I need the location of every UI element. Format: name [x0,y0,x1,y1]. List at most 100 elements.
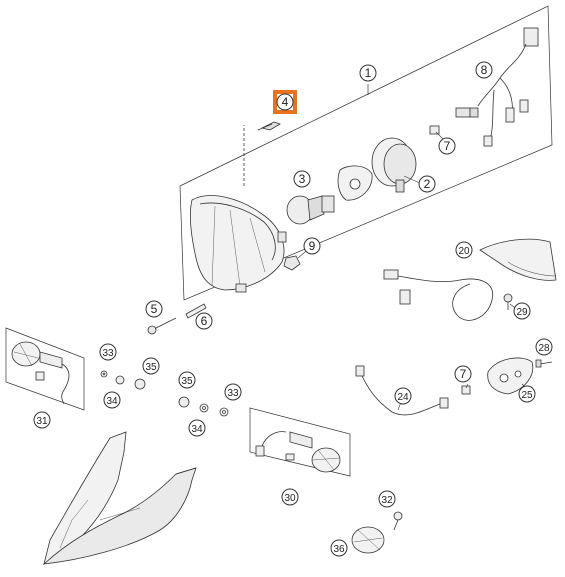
callout-c33a: 33 [99,343,117,361]
callout-c6: 6 [195,312,213,330]
callout-circle [99,343,117,361]
taillight-bracket-part-20 [479,238,557,281]
callout-c32: 32 [378,490,396,508]
callout-c7a: 7 [438,137,456,155]
callout-number: 33 [102,348,114,359]
callout-number: 32 [381,495,393,506]
bulb-holder-ring [337,165,373,201]
turn-signal-group-30 [249,407,351,477]
screw-part-29 [503,293,513,310]
callout-circle [330,539,348,557]
callout-number: 1 [365,66,372,80]
callout-c35b: 35 [178,371,196,389]
callout-c28: 28 [535,338,553,356]
callout-c29: 29 [513,302,531,320]
callout-c36: 36 [330,539,348,557]
callout-circle [195,312,213,330]
callout-circle [33,411,51,429]
callout-number: 31 [36,416,48,427]
nut-part-35-right [178,396,190,408]
callout-circle [293,170,311,188]
callout-circle [455,241,473,259]
callout-c5: 5 [145,300,163,318]
callout-number: 3 [299,172,306,186]
callout-circle [535,338,553,356]
callout-circle [475,61,493,79]
sleeve-part-6 [185,303,207,319]
washer-part-33-left [100,370,108,378]
callout-number: 34 [191,424,203,435]
callout-number: 8 [481,63,488,77]
callout-circle [454,365,472,383]
rubber-cap-part-2 [371,137,417,193]
callout-circle [103,391,121,409]
number-plate-holder [42,431,197,565]
callout-number: 25 [521,390,533,401]
callout-circle [378,490,396,508]
taillamp-part-25 [487,357,534,395]
callout-circle [188,419,206,437]
headlight-group-outline [179,5,553,301]
parking-bulb-part-7 [429,107,479,135]
callout-number: 28 [538,343,550,354]
bolt-part-5 [147,317,177,335]
callout-c1: 1 [359,64,377,82]
callout-circle [281,488,299,506]
callout-c35a: 35 [142,357,160,375]
callout-number: 7 [460,367,467,381]
callout-circle [303,237,321,255]
screw-part-28 [535,359,553,368]
callout-number: 5 [151,302,158,316]
screw-part-32 [393,511,403,531]
bulb-part-3 [286,195,335,225]
callout-number: 29 [516,307,528,318]
callout-c3: 3 [293,170,311,188]
callout-c33b: 33 [224,383,242,401]
washer-part-34-right [199,403,209,413]
callout-number: 6 [201,314,208,328]
callout-number: 30 [284,493,296,504]
lens-part-36 [351,526,385,554]
turn-signal-group-31 [5,327,85,411]
callout-circle [394,387,412,405]
callout-number: 2 [424,177,431,191]
taillamp-bulb-part-7 [461,385,471,395]
callout-circle [224,383,242,401]
callout-number: 35 [181,376,193,387]
callout-number: 4 [282,95,289,109]
callout-circle [178,371,196,389]
callout-number: 35 [145,362,157,373]
callout-number: 36 [333,544,345,555]
callout-circle [359,64,377,82]
callout-c9: 9 [303,237,321,255]
callout-circle [276,93,294,111]
callout-number: 20 [458,246,470,257]
callout-c2: 2 [418,175,436,193]
washer-part-33-right [219,407,229,417]
callout-number: 7 [444,139,451,153]
callout-circle [513,302,531,320]
callout-c34b: 34 [188,419,206,437]
callout-c34a: 34 [103,391,121,409]
nut-part-35-left [134,378,146,390]
callout-number: 24 [397,392,409,403]
nut-part-9 [283,255,301,271]
cable-part-24 [355,365,449,416]
callout-circle [438,137,456,155]
callout-number: 9 [309,239,316,253]
taillight-cable-part-20 [383,269,494,321]
callout-c31: 31 [33,411,51,429]
callout-circle [142,357,160,375]
screw-part-4 [257,121,281,131]
callout-circle [418,175,436,193]
callout-c24: 24 [394,387,412,405]
callout-circle [518,385,536,403]
callout-number: 34 [106,396,118,407]
headlight-housing [189,125,287,293]
callout-c25: 25 [518,385,536,403]
callout-c8: 8 [475,61,493,79]
callout-circle [145,300,163,318]
